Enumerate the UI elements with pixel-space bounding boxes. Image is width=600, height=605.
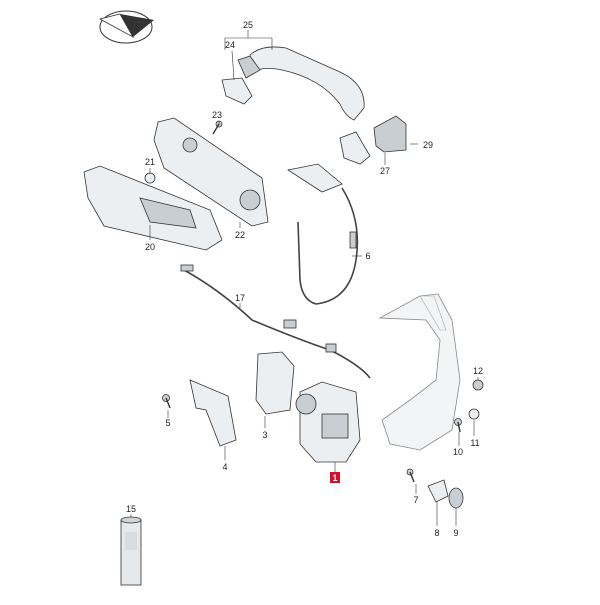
handle-bracket-part[interactable] [221,77,253,105]
callout-7: 7 [413,495,418,505]
striker-bolt-part[interactable] [406,468,415,483]
release-cable-part[interactable] [286,163,359,305]
callout-1: 1 [332,473,337,483]
callout-21: 21 [145,157,155,167]
door-lock-part[interactable] [295,381,361,463]
clip-part[interactable] [144,172,156,184]
highlighted-callout-1[interactable]: 1 [330,472,340,483]
callout-24: 24 [225,40,235,50]
callout-27: 27 [380,166,390,176]
spray-can-part[interactable] [120,516,142,586]
handle-cap-part[interactable] [373,115,407,153]
callout-8: 8 [434,528,439,538]
callout-23: 23 [212,110,222,120]
bolt-part[interactable] [212,120,223,135]
callout-11: 11 [470,438,479,448]
handle-carrier-part[interactable] [153,117,269,227]
callout-29: 29 [423,140,433,150]
lock-cover-part[interactable] [255,351,295,415]
callout-15: 15 [126,504,136,514]
lock-shield-part[interactable] [189,379,237,447]
callout-25: 25 [243,20,253,30]
callout-9: 9 [453,528,458,538]
callout-17: 17 [235,293,245,303]
callout-10: 10 [453,447,463,457]
callout-12: 12 [473,366,483,376]
callout-22: 22 [235,230,245,240]
callout-20: 20 [145,242,155,252]
door-frame-outline [378,293,461,451]
leader-lines [130,30,479,526]
screw-part[interactable] [454,418,462,433]
cap-gasket-part[interactable] [339,131,371,165]
callout-3: 3 [262,430,267,440]
operating-cable-part[interactable] [180,264,371,379]
striker-part[interactable] [427,479,449,503]
lock-screw-part[interactable] [162,394,171,409]
direction-arrow-logo-icon [98,10,154,44]
bump-stop-part[interactable] [472,379,484,391]
nut-part[interactable] [468,408,480,420]
striker-plate-part[interactable] [448,487,464,509]
callout-5: 5 [165,418,170,428]
door-handle-part[interactable] [237,46,365,121]
callout-4: 4 [222,462,227,472]
callout-6: 6 [365,251,370,261]
